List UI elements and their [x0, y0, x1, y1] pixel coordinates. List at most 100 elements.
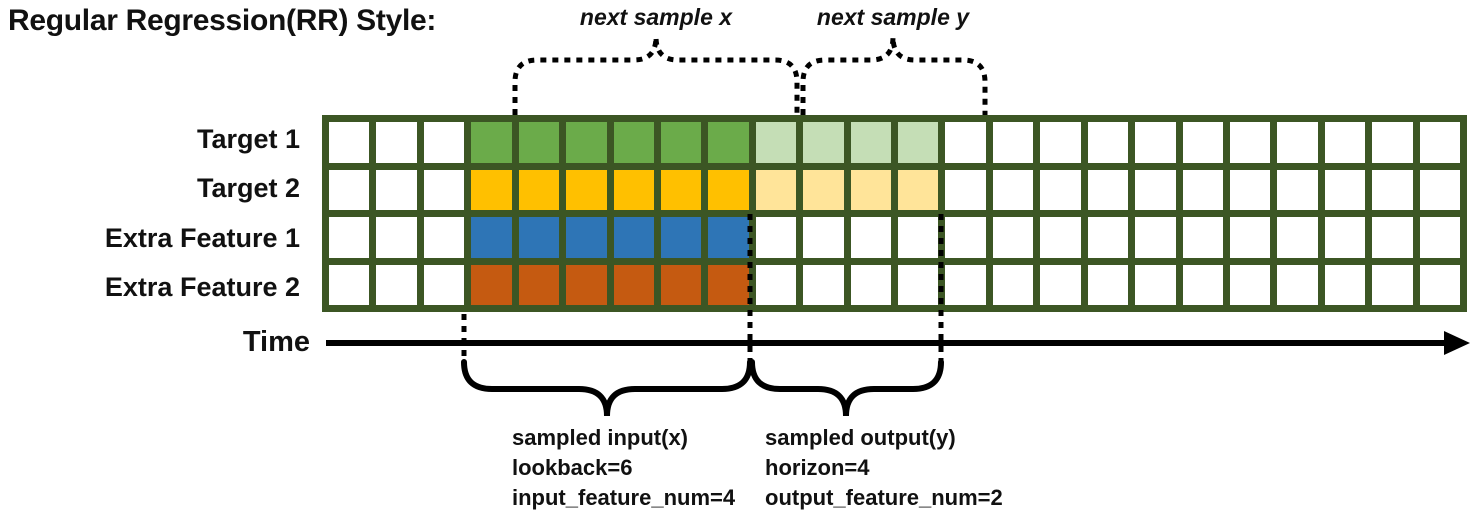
grid-cell	[376, 217, 417, 258]
grid-cell	[898, 217, 939, 258]
grid-cell	[850, 264, 891, 305]
sampled-output-caption: sampled output(y) horizon=4 output_featu…	[765, 423, 1003, 513]
grid-cell	[1372, 264, 1413, 305]
grid-cell	[613, 217, 654, 258]
next-sample-y-label: next sample y	[816, 4, 970, 30]
grid-cell	[1040, 264, 1081, 305]
grid-cell	[423, 264, 465, 305]
sampled-input-line: sampled input(x)	[512, 425, 689, 450]
grid-cell	[755, 122, 797, 163]
grid-cell	[471, 169, 512, 210]
grid-cell	[1135, 169, 1176, 210]
sampled-input-brace	[461, 359, 753, 417]
grid-cell	[1419, 217, 1460, 258]
grid-cell	[1277, 169, 1318, 210]
time-axis-arrowhead	[1444, 331, 1470, 355]
grid-cell	[1324, 264, 1366, 305]
diagram-title: Regular Regression(RR) Style:	[8, 4, 437, 37]
sampled-output-line: sampled output(y)	[765, 425, 956, 450]
grid-cell	[1135, 264, 1176, 305]
grid-cell	[376, 264, 417, 305]
next-sample-x-brace	[512, 36, 800, 115]
grid-cell	[1229, 264, 1271, 305]
grid-cell	[945, 122, 986, 163]
grid-cell	[329, 122, 370, 163]
grid-cell	[1182, 217, 1223, 258]
grid-cell	[518, 122, 560, 163]
grid-cell	[708, 169, 749, 210]
grid-cell	[1040, 169, 1081, 210]
grid-cell	[1135, 217, 1176, 258]
grid-cell	[992, 217, 1034, 258]
grid-cell	[945, 217, 986, 258]
grid-cell	[708, 264, 749, 305]
grid-cell	[755, 217, 797, 258]
grid-cell	[613, 122, 654, 163]
grid-cell	[1182, 122, 1223, 163]
grid-cell	[329, 217, 370, 258]
grid-cell	[423, 217, 465, 258]
grid-cell	[1372, 217, 1413, 258]
grid-cell	[1277, 217, 1318, 258]
grid-cell	[992, 264, 1034, 305]
grid-cell	[1229, 122, 1271, 163]
lookback-line: lookback=6	[512, 455, 633, 480]
grid-cell	[329, 264, 370, 305]
grid-cell	[1087, 217, 1129, 258]
grid-cell	[1324, 169, 1366, 210]
grid-cell	[850, 217, 891, 258]
grid-cell	[1277, 264, 1318, 305]
grid-cell	[898, 122, 939, 163]
grid-cell	[518, 217, 560, 258]
grid-cell	[566, 122, 607, 163]
grid-cell	[660, 217, 702, 258]
grid-cell	[566, 217, 607, 258]
grid-cell	[471, 217, 512, 258]
grid-cell	[1277, 122, 1318, 163]
grid-cell	[1324, 122, 1366, 163]
grid-cell	[566, 169, 607, 210]
grid-cell	[803, 217, 844, 258]
input-feature-num-line: input_feature_num=4	[512, 485, 736, 510]
grid-cell	[423, 169, 465, 210]
grid-cell	[1229, 217, 1271, 258]
grid-cell	[850, 122, 891, 163]
grid-cell	[660, 264, 702, 305]
grid-cell	[755, 264, 797, 305]
sampled-input-caption: sampled input(x) lookback=6 input_featur…	[512, 423, 735, 513]
grid-cell	[423, 122, 465, 163]
grid-cell	[471, 264, 512, 305]
sample-grid	[322, 115, 1467, 312]
grid-cell	[329, 169, 370, 210]
next-sample-x-label: next sample x	[579, 4, 733, 30]
row-labels: Target 1 Target 2 Extra Feature 1 Extra …	[0, 115, 310, 312]
row-label-extra-feature-2: Extra Feature 2	[104, 271, 300, 302]
grid-cell	[803, 169, 844, 210]
grid-cell	[518, 264, 560, 305]
grid-cell	[1419, 264, 1460, 305]
grid-cell	[708, 122, 749, 163]
grid-cell	[945, 264, 986, 305]
grid-cell	[945, 169, 986, 210]
horizon-line: horizon=4	[765, 455, 870, 480]
row-label-extra-feature-1: Extra Feature 1	[104, 222, 300, 253]
grid-cell	[1324, 217, 1366, 258]
grid-cell	[1372, 169, 1413, 210]
grid-cell	[1419, 122, 1460, 163]
grid-cell	[1087, 122, 1129, 163]
grid-cell	[471, 122, 512, 163]
grid-cell	[1040, 217, 1081, 258]
grid-cell	[992, 122, 1034, 163]
grid-cell	[1087, 169, 1129, 210]
grid-cell	[850, 169, 891, 210]
grid-cell	[1229, 169, 1271, 210]
time-axis-label: Time	[242, 326, 310, 358]
grid-cell	[898, 169, 939, 210]
grid-cell	[803, 264, 844, 305]
grid-cell	[1419, 169, 1460, 210]
grid-cell	[518, 169, 560, 210]
grid-cell	[755, 169, 797, 210]
grid-cell	[1135, 122, 1176, 163]
grid-cell	[566, 264, 607, 305]
grid-cell	[376, 122, 417, 163]
